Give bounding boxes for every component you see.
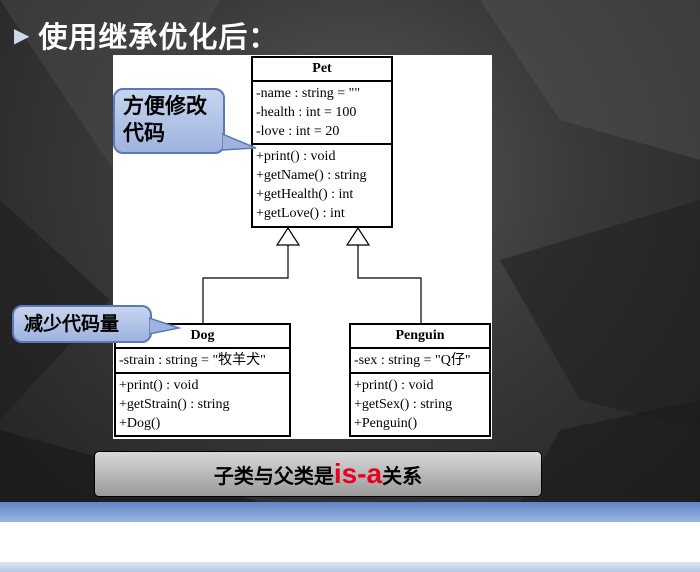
is-a-relationship-bar: 子类与父类是 is-a 关系	[94, 451, 542, 497]
penguin-attributes: -sex : string = "Q仔"	[351, 349, 489, 372]
callout-pointer	[149, 317, 182, 335]
callout-line: 代码	[123, 121, 165, 145]
method-row: +getSex() : string	[354, 397, 453, 412]
bar-highlight: is-a	[333, 458, 383, 489]
attribute-row: -name : string = ""	[256, 86, 361, 101]
bullet-triangle-icon: ▶	[14, 23, 31, 47]
method-row: +print() : void	[256, 149, 336, 164]
inheritance-arrows	[202, 226, 422, 323]
method-row: +print() : void	[354, 378, 434, 393]
footer-area	[0, 522, 700, 562]
bar-suffix: 关系	[382, 463, 423, 488]
class-box-pet: Pet -name : string = "" -health : int = …	[251, 56, 393, 228]
method-row: +getHealth() : int	[256, 187, 354, 202]
slide-title-text: 使用继承优化后：	[38, 20, 279, 54]
bar-prefix: 子类与父类是	[213, 463, 334, 488]
connector-dog	[202, 245, 289, 323]
class-name-penguin: Penguin	[351, 325, 489, 349]
callout-less-code: 减少代码量	[12, 305, 152, 343]
attribute-row: -sex : string = "Q仔"	[354, 353, 471, 368]
method-row: +Dog()	[119, 416, 161, 431]
generalization-arrow-dog	[275, 226, 301, 246]
generalization-arrow-penguin	[345, 226, 371, 246]
callout-line: 方便修改	[123, 94, 207, 118]
footer-line	[0, 562, 700, 572]
callout-easy-to-modify: 方便修改 代码	[113, 88, 225, 154]
pet-methods: +print() : void +getName() : string +get…	[253, 143, 391, 225]
method-row: +getLove() : int	[256, 206, 345, 221]
dog-attributes: -strain : string = "牧羊犬"	[116, 349, 289, 372]
class-box-penguin: Penguin -sex : string = "Q仔" +print() : …	[349, 323, 491, 437]
pet-attributes: -name : string = "" -health : int = 100 …	[253, 82, 391, 143]
callout-pointer	[222, 133, 257, 151]
attribute-row: -strain : string = "牧羊犬"	[119, 353, 266, 368]
callout-text: 减少代码量	[24, 313, 120, 335]
class-name-pet: Pet	[253, 58, 391, 82]
class-name-dog: Dog	[116, 325, 289, 349]
attribute-row: -health : int = 100	[256, 105, 357, 120]
penguin-methods: +print() : void +getSex() : string +Peng…	[351, 372, 489, 435]
slide-title: ▶ 使用继承优化后：	[14, 14, 278, 56]
method-row: +getName() : string	[256, 168, 367, 183]
attribute-row: -love : int = 20	[256, 124, 340, 139]
method-row: +print() : void	[119, 378, 199, 393]
method-row: +getStrain() : string	[119, 397, 230, 412]
dog-methods: +print() : void +getStrain() : string +D…	[116, 372, 289, 435]
method-row: +Penguin()	[354, 416, 418, 431]
footer-band	[0, 502, 700, 522]
connector-penguin	[357, 245, 422, 323]
